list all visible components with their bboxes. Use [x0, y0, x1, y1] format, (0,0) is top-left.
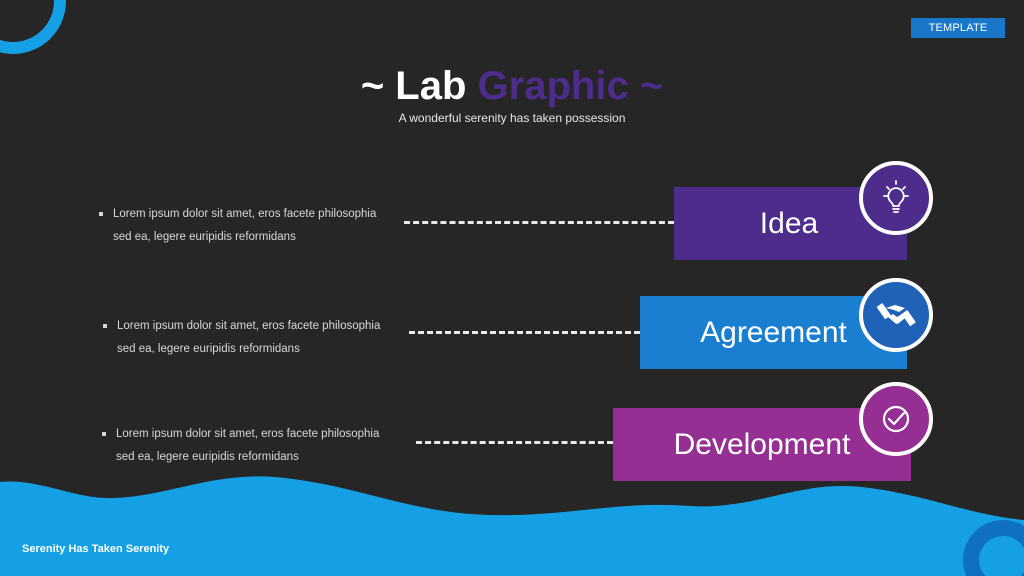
bullet-marker	[102, 432, 106, 436]
description-line-2: sed ea, legere euripidis reformidans	[117, 343, 300, 355]
description-line-2: sed ea, legere euripidis reformidans	[116, 451, 299, 463]
dashed-connector	[416, 441, 613, 444]
step-description-development: Lorem ipsum dolor sit amet, eros facete …	[102, 423, 379, 469]
footer-text: Serenity Has Taken Serenity	[22, 543, 170, 555]
dashed-connector	[409, 331, 640, 334]
step-label: Development	[673, 427, 851, 461]
step-description-idea: Lorem ipsum dolor sit amet, eros facete …	[99, 203, 376, 249]
description-line-1: Lorem ipsum dolor sit amet, eros facete …	[113, 208, 377, 220]
title-highlight: Graphic ~	[477, 64, 664, 108]
step-label: Idea	[759, 206, 819, 240]
step-label: Agreement	[700, 315, 847, 349]
description-line-1: Lorem ipsum dolor sit amet, eros facete …	[117, 320, 381, 332]
corner-ring-decoration	[0, 0, 66, 54]
bullet-marker	[99, 212, 103, 216]
page-title: ~ Lab Graphic ~	[0, 62, 1024, 110]
step-box-development[interactable]: Development	[613, 408, 911, 481]
checkmark-icon	[859, 382, 933, 456]
description-line-1: Lorem ipsum dolor sit amet, eros facete …	[116, 428, 380, 440]
bullet-marker	[103, 324, 107, 328]
dashed-connector	[404, 221, 674, 224]
template-badge[interactable]: TEMPLATE	[911, 18, 1005, 38]
handshake-icon	[859, 278, 933, 352]
bottom-wave-decoration	[0, 476, 1024, 576]
corner-ring-decoration	[963, 520, 1024, 576]
title-prefix: ~ Lab	[360, 64, 467, 108]
page-subtitle: A wonderful serenity has taken possessio…	[398, 111, 626, 125]
lightbulb-icon	[859, 161, 933, 235]
step-description-agreement: Lorem ipsum dolor sit amet, eros facete …	[103, 315, 380, 361]
description-line-2: sed ea, legere euripidis reformidans	[113, 231, 296, 243]
